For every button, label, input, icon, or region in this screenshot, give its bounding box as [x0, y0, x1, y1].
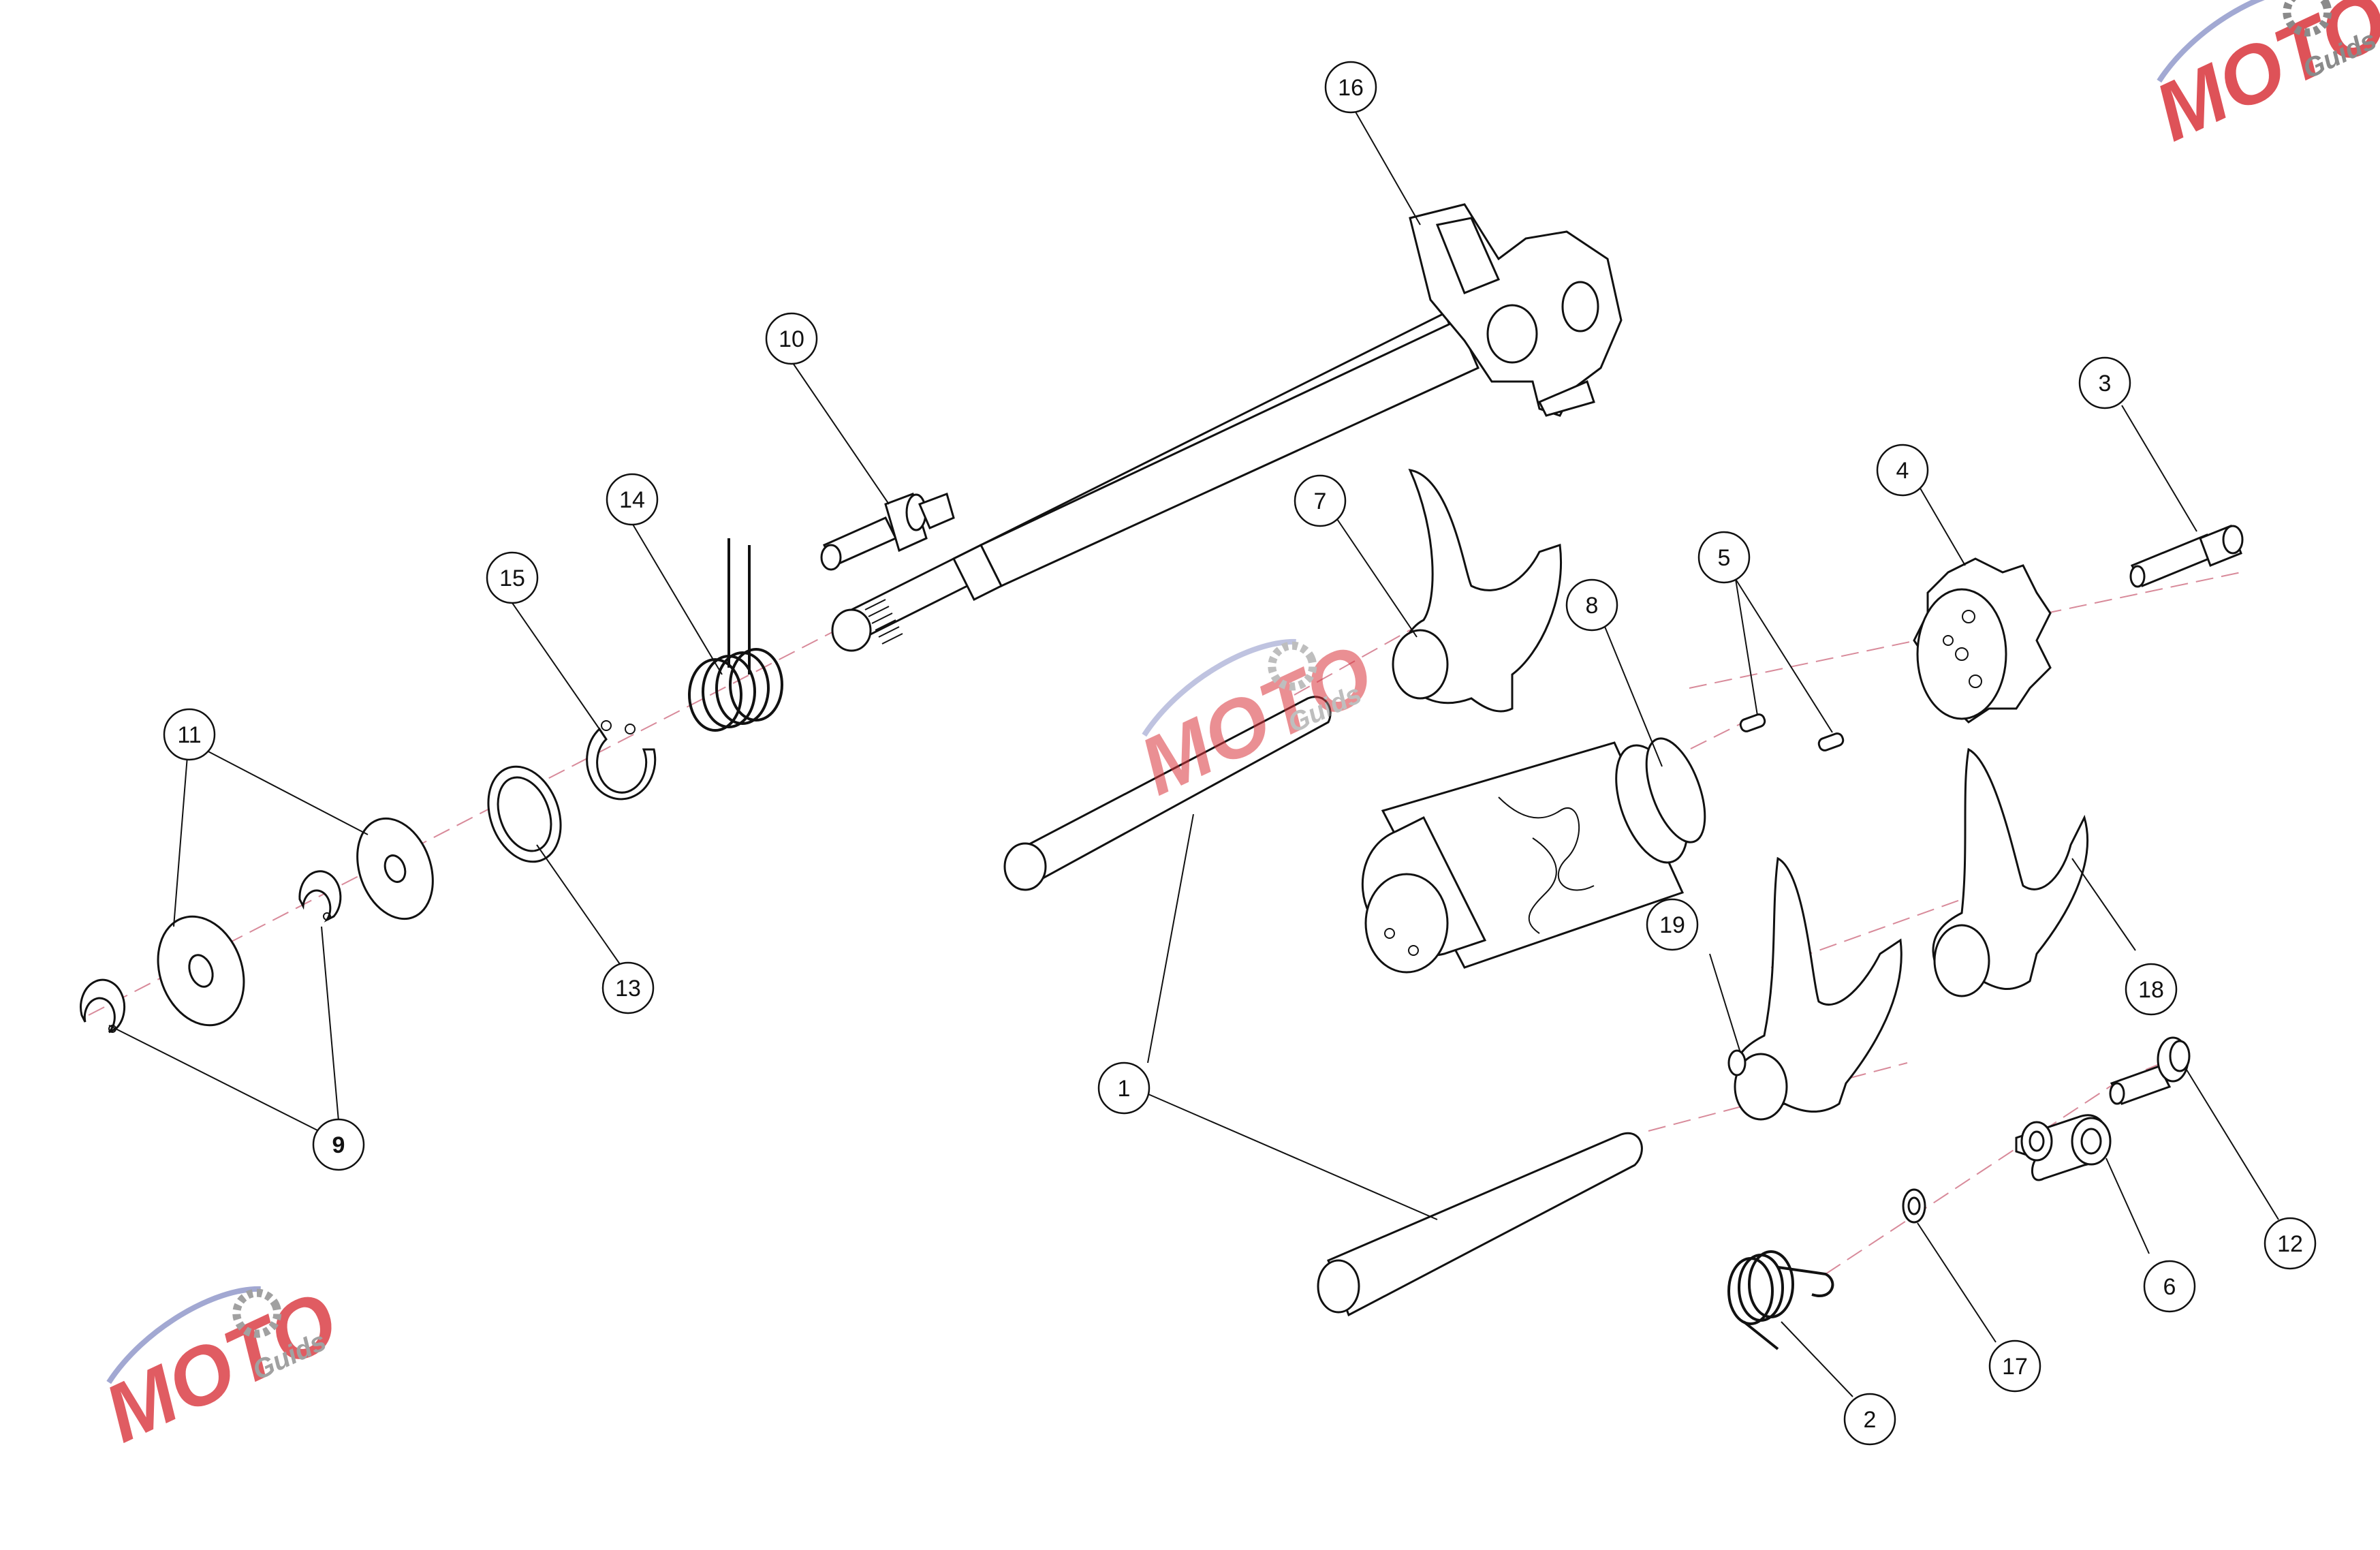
svg-text:2: 2 [1864, 1407, 1877, 1433]
svg-text:16: 16 [1338, 75, 1364, 101]
callout-2: 2 [1843, 1393, 1896, 1446]
svg-text:9: 9 [332, 1132, 345, 1158]
svg-text:10: 10 [779, 326, 804, 352]
part-9-circlip-lower [80, 978, 126, 1034]
part-18-selector-fork [1932, 747, 2088, 997]
part-2-return-spring [1727, 1250, 1834, 1350]
callout-1: 1 [1097, 1061, 1150, 1115]
part-8-shift-drum [1361, 737, 1706, 974]
svg-text:5: 5 [1718, 545, 1731, 571]
svg-text:14: 14 [619, 487, 645, 513]
part-12-bolt [2109, 1036, 2191, 1105]
callout-7: 7 [1294, 474, 1347, 527]
callouts: 16 10 14 15 11 13 9 7 8 5 4 3 1 19 18 6 … [163, 61, 2317, 1446]
callout-9: 9 [312, 1118, 365, 1171]
svg-text:3: 3 [2099, 371, 2112, 397]
part-19-selector-fork [1727, 856, 1903, 1121]
callout-10: 10 [765, 312, 818, 365]
svg-text:7: 7 [1314, 489, 1327, 514]
callout-11: 11 [163, 708, 216, 761]
part-4-star-cam [1913, 557, 2052, 724]
part-1-fork-rod-upper [1003, 696, 1332, 891]
callout-14: 14 [606, 473, 659, 526]
part-17-small-washer [1902, 1188, 1926, 1224]
part-5-dowel-pin-left [1739, 713, 1766, 732]
part-16-gear-shift-shaft [831, 203, 1623, 652]
part-13-washer [487, 765, 562, 863]
part-15-circlip [586, 720, 657, 801]
svg-text:18: 18 [2138, 977, 2164, 1003]
svg-text:17: 17 [2002, 1354, 2028, 1380]
part-11-washer-upper [356, 817, 434, 920]
callout-19: 19 [1646, 898, 1699, 951]
callout-3: 3 [2078, 356, 2131, 409]
callout-18: 18 [2125, 963, 2178, 1016]
watermark-brand-text: MOTO [1127, 627, 1386, 813]
callout-15: 15 [486, 551, 539, 604]
svg-text:12: 12 [2277, 1231, 2303, 1257]
watermark-brand-text: MOTO [91, 1274, 351, 1460]
svg-text:11: 11 [177, 722, 201, 748]
svg-text:1: 1 [1118, 1076, 1131, 1102]
callout-6: 6 [2143, 1260, 2196, 1313]
svg-text:6: 6 [2163, 1274, 2176, 1300]
svg-text:4: 4 [1896, 458, 1909, 484]
callout-leader-lines [108, 103, 2279, 1397]
svg-text:19: 19 [1659, 912, 1685, 938]
watermark-logo-bottom-left: MOTO Guids [91, 1274, 351, 1460]
svg-text:15: 15 [499, 565, 525, 591]
part-10-pin [820, 493, 955, 571]
part-1-fork-rod-lower [1317, 1132, 1643, 1317]
part-3-bolt [2129, 525, 2244, 588]
part-7-selector-fork [1392, 469, 1562, 713]
watermark-logo-center: MOTO Guids [1127, 627, 1386, 813]
callout-13: 13 [601, 961, 655, 1014]
callout-12: 12 [2264, 1217, 2317, 1270]
part-14-torsion-spring [688, 538, 783, 732]
part-5-dowel-pin-right [1817, 732, 1845, 751]
svg-text:13: 13 [615, 976, 641, 1002]
part-11-washer-lower [157, 915, 245, 1027]
part-6-lever [2015, 1114, 2112, 1181]
watermark-logo-top-right: MOTO Guids [2142, 0, 2380, 159]
svg-text:8: 8 [1586, 593, 1599, 619]
callout-8: 8 [1565, 578, 1618, 632]
watermark-brand-text: MOTO [2142, 0, 2380, 159]
callout-16: 16 [1324, 61, 1377, 114]
callout-17: 17 [1988, 1339, 2041, 1393]
part-9-circlip-upper [298, 870, 342, 923]
callout-4: 4 [1876, 444, 1929, 497]
callout-5: 5 [1697, 531, 1751, 584]
